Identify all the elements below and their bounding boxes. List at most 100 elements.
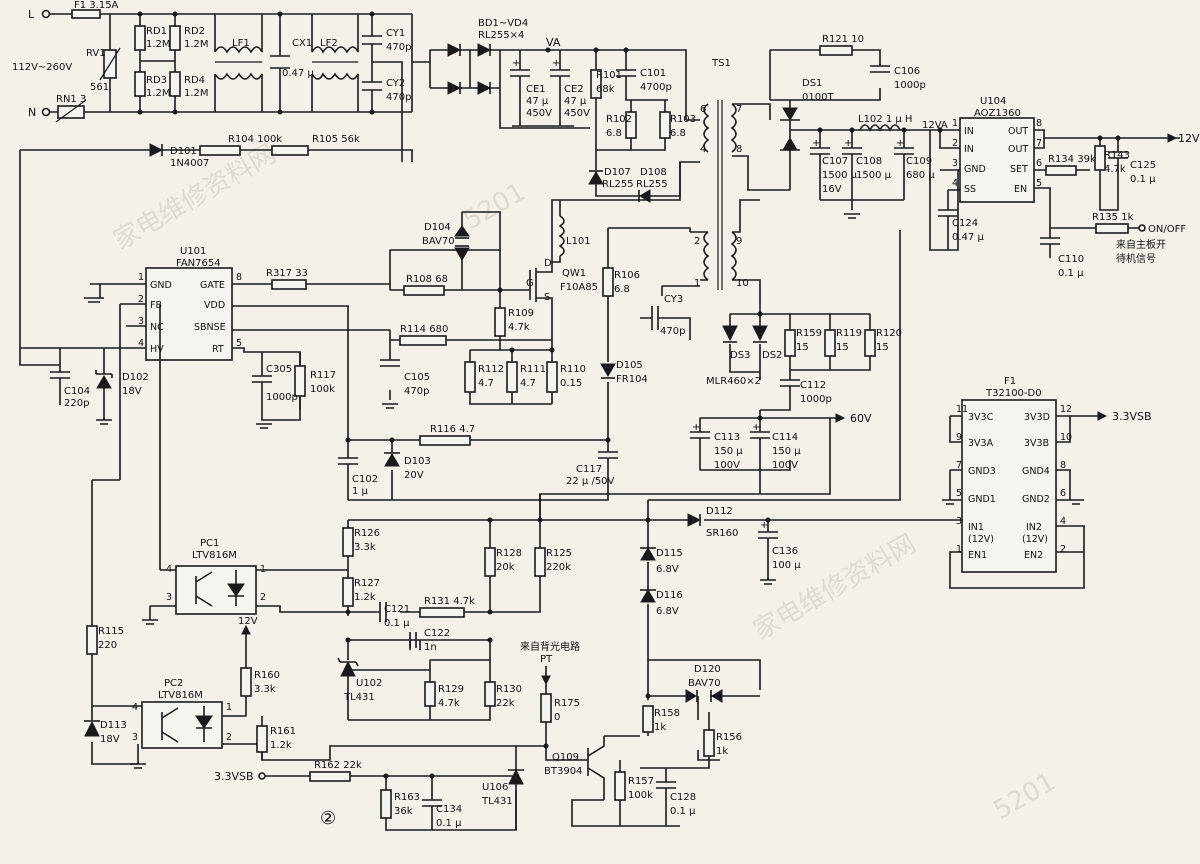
pin-8: 8 [236, 272, 242, 283]
pin-name-gnd: GND [150, 280, 172, 291]
label-c305-value: 1000p [266, 392, 298, 403]
zener-d102 [96, 375, 112, 389]
bulk-capacitor-section: VA + CE1 47 μ 450V + CE2 47 μ 450V R101 … [510, 36, 696, 203]
pin-1: 1 [226, 702, 232, 713]
label-f1: F1 3.15A [74, 0, 119, 11]
pin-name-in: IN [964, 126, 974, 137]
label-d103-value: 20V [404, 470, 424, 481]
pin-name-out: OUT [1008, 144, 1028, 155]
label-ce1-b: 450V [526, 108, 552, 119]
label-cy2: CY2 [386, 78, 405, 89]
label-c124: C124 [952, 218, 978, 229]
resistor-r129 [424, 681, 436, 707]
label-c136: C136 [772, 546, 798, 557]
diode-ds1-b [782, 137, 798, 151]
diode-ds1-a [782, 107, 798, 121]
label-r125: R125 [546, 548, 572, 559]
resistor-r120 [864, 329, 876, 357]
resistor-r175 [540, 693, 552, 723]
label-rd4: RD4 [184, 75, 205, 86]
pin-6: 6 [1036, 158, 1042, 169]
ground-u101 [84, 283, 146, 303]
resistor-r103 [659, 111, 671, 139]
label-pc1: PC1 [200, 538, 219, 549]
label-ds1: DS1 [802, 78, 822, 89]
label-cx1-value: 0.47 μ [282, 68, 314, 79]
resistor-r116 [419, 435, 471, 446]
label-r159-value: 15 [796, 342, 809, 353]
label-r143: R143 [1104, 150, 1130, 161]
pin-name-nc: NC [150, 322, 164, 333]
label-c108-a: 1500 μ [856, 170, 892, 181]
label-r128: R128 [496, 548, 522, 559]
pin-name-en: EN [1014, 184, 1027, 195]
resistor-r156 [703, 729, 715, 757]
resistor-r135 [1095, 223, 1129, 234]
resistor-r159 [784, 329, 796, 357]
label-ts1: TS1 [711, 58, 731, 69]
resistor-r127 [342, 577, 354, 607]
label-c124-value: 0.47 μ [952, 232, 984, 243]
capacitor-cy1-cy2 [362, 14, 403, 162]
label-r120-value: 15 [876, 342, 889, 353]
label-rd1-value: 1.2M [146, 39, 171, 50]
capacitor-c121 [379, 602, 387, 622]
label-r114: R114 680 [400, 324, 448, 335]
label-c125-value: 0.1 μ [1130, 174, 1156, 185]
label-c134-value: 0.1 μ [436, 818, 462, 829]
label-rd2-value: 1.2M [184, 39, 209, 50]
label-r158-value: 1k [654, 722, 666, 733]
label-c106-value: 1000p [894, 80, 926, 91]
label-q109: Q109 [552, 752, 579, 763]
arrow-12v [1167, 133, 1178, 143]
pin-7: 7 [956, 460, 962, 471]
label-d112-value: SR160 [706, 528, 738, 539]
resistor-r163 [380, 789, 392, 819]
pin-10: 10 [1060, 432, 1072, 443]
pin-name-fb: FB [150, 300, 162, 311]
label-3v3vsb-in: 3.3VSB [214, 770, 254, 783]
pin-name-in2-v: (12V) [1022, 534, 1048, 545]
label-u106-value: TL431 [481, 796, 513, 807]
label-3v3vsb-out: 3.3VSB [1112, 410, 1152, 423]
choke-lf2 [311, 14, 359, 112]
transformer-ts1: TS1 6 4 7 8 2 1 9 10 [686, 58, 790, 300]
pin-7: 7 [1036, 138, 1042, 149]
label-r129: R129 [438, 684, 464, 695]
label-r112: R112 [478, 364, 504, 375]
capacitor-c106 [870, 65, 890, 73]
label-r130: R130 [496, 684, 522, 695]
wire-u101-right [232, 283, 390, 440]
resistor-rd3 [134, 71, 146, 97]
label-f1-ic: F1 [1004, 376, 1016, 387]
label-qw1: QW1 [562, 268, 586, 279]
label-d104: D104 [424, 222, 451, 233]
pin-5: 5 [1036, 178, 1042, 189]
label-u102: U102 [356, 678, 382, 689]
pin-4: 4 [1060, 516, 1066, 527]
label-c136-value: 100 μ [772, 560, 801, 571]
terminal-l [41, 9, 51, 19]
terminal-onoff [1138, 224, 1146, 232]
label-c114: C114 [772, 432, 798, 443]
ic-f1 [961, 399, 1057, 573]
label-lf1: LF1 [232, 38, 250, 49]
resistor-r106 [602, 267, 614, 297]
resistor-r121 [819, 45, 853, 56]
pin-3: 3 [132, 732, 138, 743]
resistor-r117 [294, 365, 306, 397]
label-l: L [28, 8, 35, 21]
pin-4: 4 [952, 178, 958, 189]
pin-5: 5 [956, 488, 962, 499]
capacitor-cx1 [270, 14, 290, 112]
resistor-rd1 [134, 25, 146, 51]
pin-3: 3 [166, 592, 172, 603]
label-cy1: CY1 [386, 28, 405, 39]
label-rn1: RN1 3 [56, 94, 86, 105]
label-c109-a: 680 μ [906, 170, 935, 181]
resistor-r317 [271, 279, 307, 290]
label-u102-value: TL431 [343, 692, 375, 703]
label-d108-value: RL255 [636, 179, 668, 190]
pin-8: 8 [736, 144, 742, 155]
pin-name-in1-v: (12V) [968, 534, 994, 545]
